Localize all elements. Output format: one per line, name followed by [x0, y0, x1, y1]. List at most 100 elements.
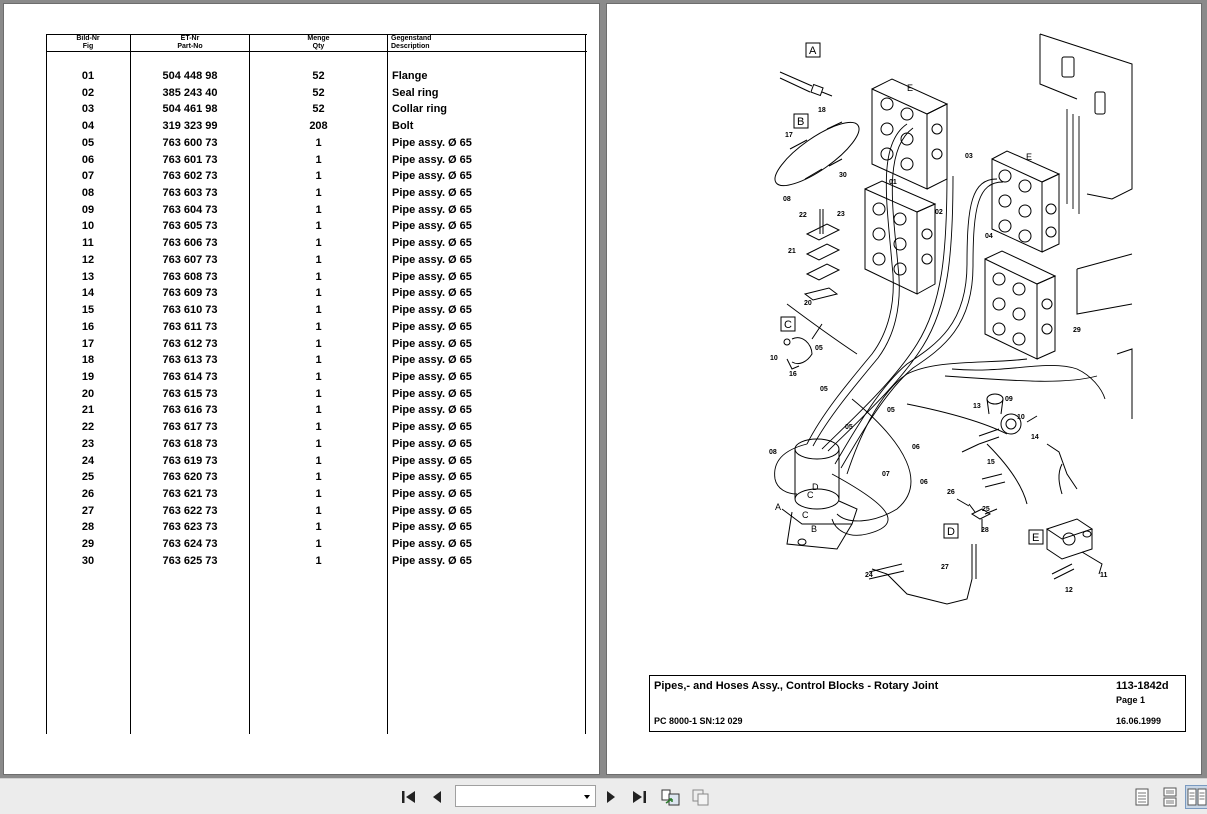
header-desc-en: Description [391, 43, 430, 50]
continuous-view-icon [1163, 787, 1177, 807]
cell-qty: 1 [315, 153, 322, 166]
next-page-icon [607, 791, 615, 803]
cell-description: Pipe assy. Ø 65 [392, 220, 472, 233]
cell-description: Pipe assy. Ø 65 [392, 354, 472, 367]
page-select[interactable] [455, 785, 596, 807]
last-page-button[interactable] [628, 786, 650, 808]
cell-qty: 1 [315, 404, 322, 417]
part-number-label: 24 [865, 572, 873, 579]
frame-outline [1116, 348, 1133, 419]
single-page-view-button[interactable] [1131, 786, 1153, 808]
exploded-drawing: A B C D E 010203040506070809101112131415… [769, 33, 1133, 605]
header-fig: Bild-Nr Fig [46, 35, 130, 51]
cell-qty: 1 [315, 454, 322, 467]
continuous-view-button[interactable] [1159, 786, 1181, 808]
facing-pages-view-button[interactable] [1185, 785, 1207, 809]
cell-part-no: 504 461 98 [162, 103, 218, 116]
cell-part-no: 385 243 40 [162, 86, 218, 99]
cell-fig: 07 [81, 170, 95, 183]
cell-description: Pipe assy. Ø 65 [392, 454, 472, 467]
last-page-icon [633, 791, 646, 803]
table-border-left [46, 34, 47, 734]
cell-qty: 1 [315, 538, 322, 551]
cell-fig: 12 [81, 253, 95, 266]
title-block: Pipes,- and Hoses Assy., Control Blocks … [649, 675, 1186, 732]
part-number-label: 14 [1031, 434, 1039, 441]
model-serial: PC 8000-1 SN:12 029 [654, 716, 743, 726]
go-back-view-button[interactable] [660, 786, 682, 808]
header-qty-en: Qty [312, 43, 325, 50]
callout-letter: B [811, 524, 817, 534]
part-number-label: 17 [785, 132, 793, 139]
first-page-button[interactable] [398, 786, 420, 808]
control-block [871, 78, 949, 190]
part-number-label: 07 [882, 471, 890, 478]
cell-qty: 1 [315, 554, 322, 567]
cell-fig: 15 [81, 304, 95, 317]
go-forward-view-button[interactable] [690, 786, 712, 808]
header-part: ET-Nr Part-No [131, 35, 249, 51]
parts-table: Bild-Nr Fig ET-Nr Part-No Menge Qty Gege… [46, 34, 587, 734]
cell-fig: 25 [81, 471, 95, 484]
frame-outline [1076, 253, 1133, 315]
cell-qty: 1 [315, 136, 322, 149]
header-part-de: ET-Nr [180, 35, 200, 42]
cell-fig: 09 [81, 203, 95, 216]
cell-qty: 208 [309, 120, 328, 133]
cell-fig: 01 [81, 70, 95, 82]
part-number-label: 08 [769, 449, 777, 456]
header-fig-en: Fig [82, 43, 94, 50]
clamp-assembly [803, 209, 841, 301]
previous-page-button[interactable] [426, 786, 448, 808]
part-number-label: 30 [839, 172, 847, 179]
cell-qty: 1 [315, 370, 322, 383]
cell-fig: 30 [81, 554, 95, 567]
cell-part-no: 763 611 73 [162, 320, 218, 333]
detail-b-hose [774, 121, 860, 187]
chevron-down-icon [584, 795, 590, 799]
cell-part-no: 763 604 73 [162, 203, 218, 216]
cell-qty: 1 [315, 270, 322, 283]
callout-box-b [793, 113, 809, 129]
cell-qty: 1 [315, 421, 322, 434]
callout-letter: A [809, 45, 817, 57]
cell-qty: 1 [315, 521, 322, 534]
cell-fig: 21 [81, 404, 95, 417]
cell-part-no: 763 618 73 [162, 437, 218, 450]
cell-fig: 23 [81, 437, 95, 450]
next-page-button[interactable] [600, 786, 622, 808]
cell-fig: 20 [81, 387, 95, 400]
page-number: Page 1 [1116, 695, 1146, 705]
cell-description: Pipe assy. Ø 65 [392, 253, 472, 266]
cell-qty: 1 [315, 203, 322, 216]
callout-letter: C [784, 319, 792, 331]
cell-description: Pipe assy. Ø 65 [392, 521, 472, 534]
part-number-label: 23 [837, 211, 845, 218]
part-number-label: 12 [1065, 587, 1073, 594]
cell-fig: 26 [81, 488, 95, 500]
cell-part-no: 763 624 73 [162, 538, 218, 551]
part-number-label: 29 [1073, 327, 1081, 334]
cell-qty: 1 [315, 488, 322, 500]
cell-description: Pipe assy. Ø 65 [392, 320, 472, 333]
cell-part-no: 763 612 73 [162, 337, 218, 350]
callout-letter: C [802, 510, 809, 520]
cell-description: Pipe assy. Ø 65 [392, 554, 472, 567]
cell-fig: 16 [81, 320, 95, 333]
cell-qty: 1 [315, 337, 322, 350]
cell-part-no: 763 607 73 [162, 253, 218, 266]
cell-description: Pipe assy. Ø 65 [392, 421, 472, 434]
cell-description: Pipe assy. Ø 65 [392, 153, 472, 166]
